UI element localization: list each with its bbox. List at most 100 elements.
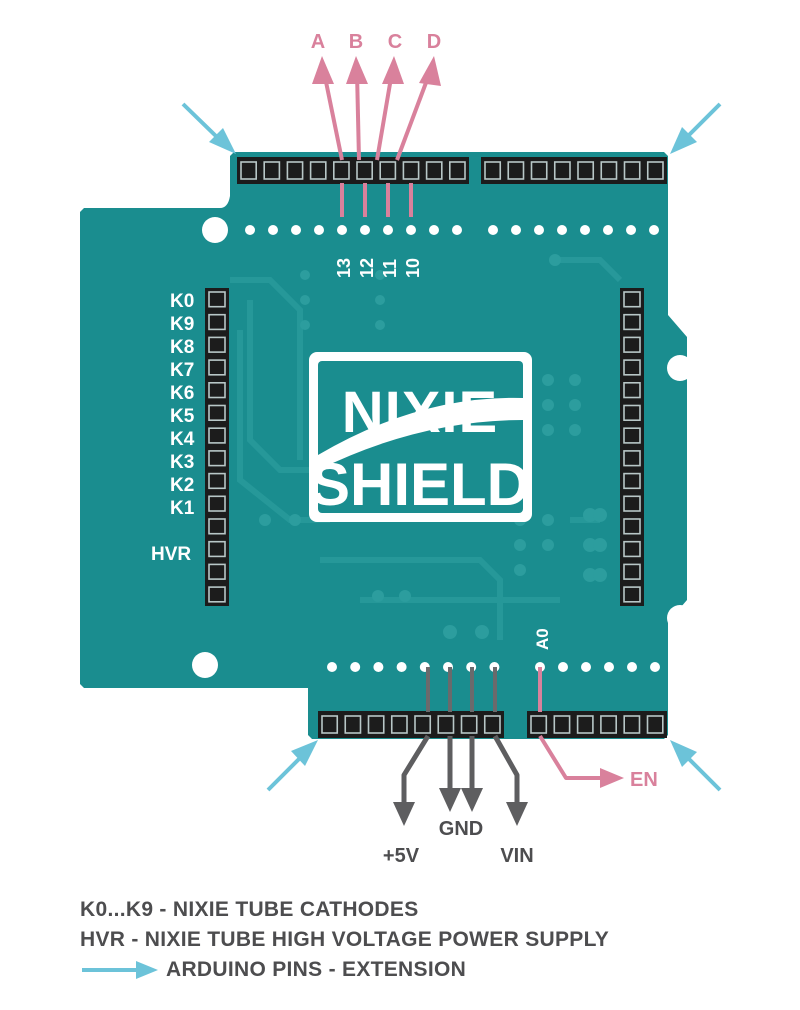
cathode-label-k1: K1 — [170, 498, 195, 519]
header-pin — [379, 161, 397, 180]
en-trace — [538, 667, 605, 780]
logo-line1: NIXIE — [342, 380, 499, 445]
header-pin — [208, 540, 226, 558]
cathode-label-k4: K4 — [170, 429, 195, 450]
pad — [534, 225, 544, 235]
pad — [650, 662, 660, 672]
cathode-label-k9: K9 — [170, 314, 194, 335]
right-vertical-header — [620, 288, 644, 606]
pin-number-10: 10 — [403, 258, 423, 278]
cathode-label-k8: K8 — [170, 337, 194, 358]
header-pin — [623, 404, 641, 421]
cathode-header — [205, 288, 229, 606]
pad — [314, 225, 324, 235]
header-pin — [483, 715, 501, 734]
header-pin — [577, 161, 595, 180]
power-labels: +5V GND VIN — [383, 818, 534, 867]
power-leads — [401, 734, 520, 806]
header-pin — [356, 161, 373, 180]
cathode-label-k7: K7 — [170, 360, 194, 381]
bottom-left-header — [318, 711, 504, 738]
header-pin — [623, 518, 641, 535]
pad — [429, 225, 439, 235]
output-label-b: B — [349, 31, 363, 53]
pad — [373, 662, 384, 672]
header-pin — [437, 715, 455, 734]
header-pin — [600, 161, 618, 180]
header-pin — [576, 715, 594, 734]
hvr-label: HVR — [151, 544, 191, 565]
header-pin — [623, 313, 641, 331]
header-pin — [553, 161, 571, 180]
header-pin — [600, 715, 618, 734]
pad — [452, 225, 462, 235]
en-label: EN — [630, 769, 658, 791]
header-pin — [208, 518, 226, 535]
extension-arrows — [181, 102, 722, 792]
pad — [268, 225, 278, 235]
header-pin — [623, 715, 641, 734]
header-pin — [240, 161, 257, 180]
label-5v: +5V — [383, 845, 420, 867]
arrow-right-icon — [600, 768, 624, 788]
header-pin — [530, 161, 548, 180]
arrow-up-icon — [312, 56, 441, 86]
pad — [383, 225, 393, 235]
pad — [558, 662, 568, 672]
mounting-holes — [192, 217, 693, 678]
header-pin — [484, 161, 502, 180]
pad — [350, 662, 361, 672]
pad — [581, 662, 591, 672]
header-pin — [623, 381, 641, 399]
pad-rows — [245, 225, 660, 672]
header-pin — [309, 161, 327, 180]
header-pin — [208, 472, 226, 490]
pad — [603, 225, 613, 235]
pad — [488, 225, 498, 235]
pad — [291, 225, 301, 235]
header-pin — [646, 161, 664, 180]
pad — [337, 225, 347, 235]
header-pin — [332, 161, 350, 180]
pad — [557, 225, 567, 235]
pin-number-12: 12 — [357, 258, 377, 278]
pad — [580, 225, 590, 235]
output-label-c: C — [388, 31, 402, 53]
cathode-labels: K0 K9 K8 K7 K6 K5 K4 K3 K2 K1 HVR — [151, 291, 195, 565]
pad — [604, 662, 614, 672]
header-pin — [646, 715, 664, 734]
header-pin — [623, 540, 641, 558]
label-gnd: GND — [439, 818, 483, 840]
output-label-d: D — [427, 31, 441, 53]
header-pin — [553, 715, 571, 734]
header-pin — [208, 450, 226, 467]
output-label-a: A — [311, 31, 325, 53]
header-pin — [460, 715, 478, 734]
header-pin — [623, 336, 641, 353]
header-pin — [623, 359, 641, 376]
header-pin — [623, 586, 641, 603]
pin-number-13: 13 — [334, 258, 354, 278]
cathode-label-k2: K2 — [170, 475, 194, 496]
header-pin — [286, 161, 304, 180]
cathode-label-k0: K0 — [170, 291, 194, 312]
header-pin — [623, 450, 641, 467]
header-pin — [208, 427, 226, 444]
pad — [511, 225, 521, 235]
header-pin — [321, 715, 339, 734]
header-pin — [208, 404, 226, 421]
a0-label: A0 — [533, 628, 552, 650]
header-pin — [414, 715, 432, 734]
header-pin — [623, 161, 641, 180]
header-pin — [390, 715, 408, 734]
pin-number-11: 11 — [380, 259, 400, 278]
cathode-label-k3: K3 — [170, 452, 194, 473]
board-traces — [230, 257, 623, 640]
header-pin — [208, 495, 226, 512]
header-pin — [208, 359, 226, 376]
header-pin — [425, 161, 443, 180]
legend-extension-arrow — [82, 961, 158, 979]
cathode-label-k5: K5 — [170, 406, 195, 427]
cathode-label-k6: K6 — [170, 383, 194, 404]
header-pin — [208, 313, 226, 331]
